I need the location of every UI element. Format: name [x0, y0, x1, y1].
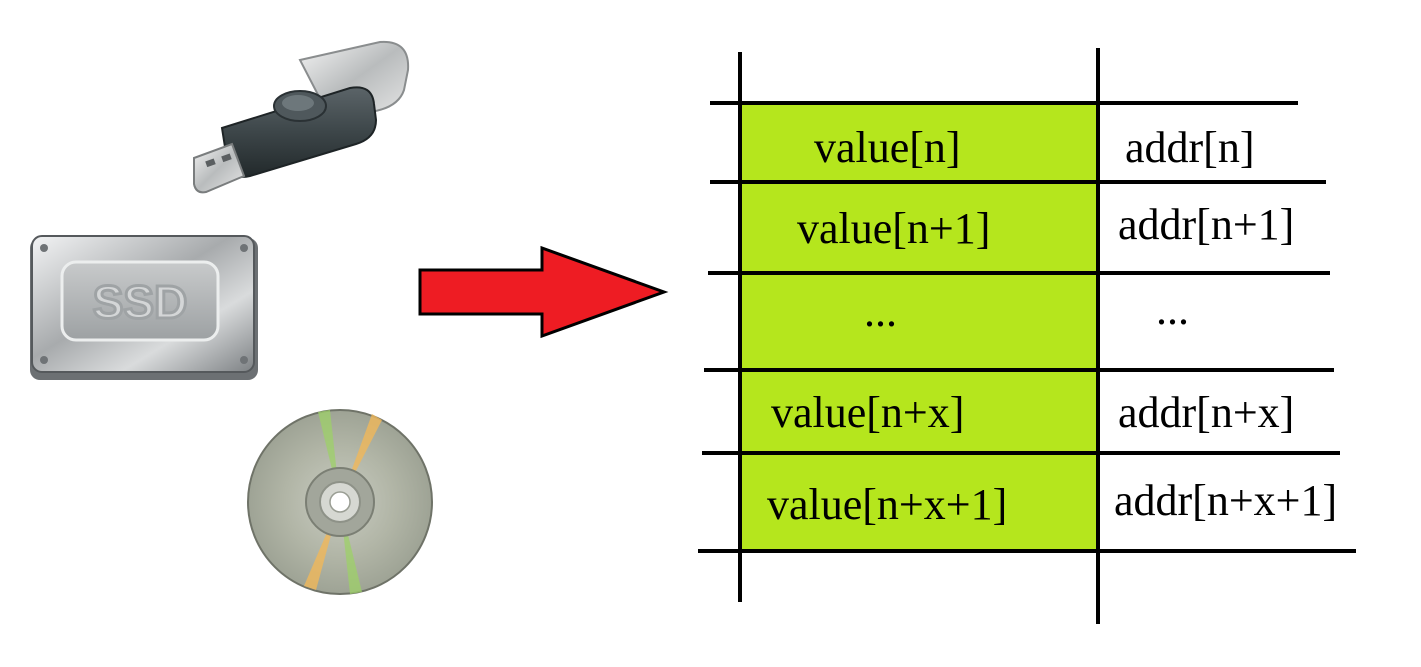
addr-cell: addr[n+1] [1118, 200, 1295, 249]
value-column-highlight [740, 103, 1098, 551]
right-arrow-icon [418, 245, 669, 339]
addr-cell: addr[n+x] [1118, 388, 1295, 437]
cd-icon [247, 409, 433, 595]
ssd-icon: SSD [30, 235, 258, 380]
addr-cell: addr[n+x+1] [1114, 476, 1338, 525]
value-cell: value[n+x] [771, 388, 965, 437]
value-cell: value[n+x+1] [767, 480, 1008, 529]
usb-drive-icon [193, 40, 410, 194]
value-cell: ... [864, 287, 897, 336]
value-cell: value[n] [814, 123, 961, 172]
addr-cell: ... [1156, 285, 1189, 334]
ssd-label: SSD [93, 276, 188, 328]
value-cell: value[n+1] [797, 204, 991, 253]
addr-cell: addr[n] [1125, 123, 1255, 172]
